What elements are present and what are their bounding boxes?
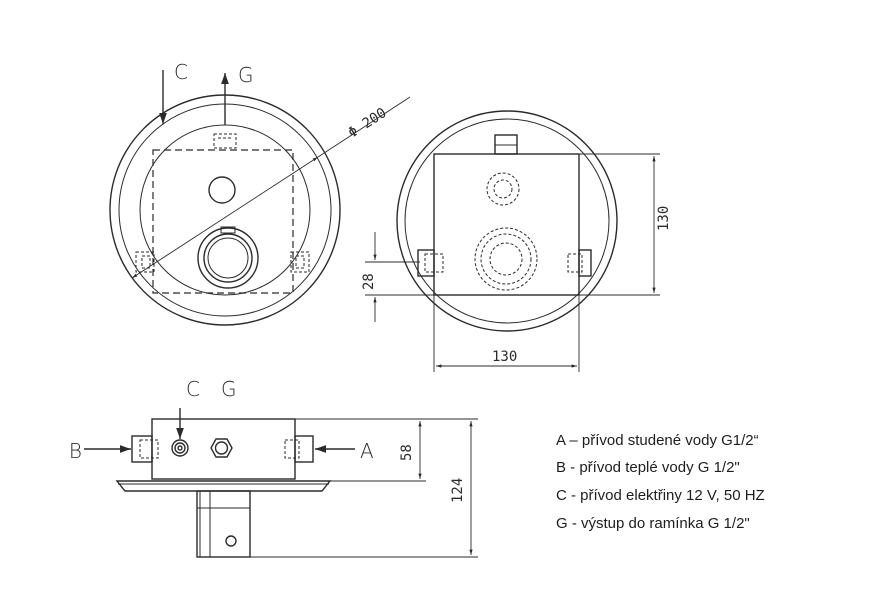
label-g: G — [238, 63, 254, 87]
label-a: A — [360, 439, 374, 463]
side-view: B A C G 58 124 — [69, 377, 478, 558]
legend-item-b: B - přívod teplé vody G 1/2" — [556, 459, 740, 476]
outer-circle — [396, 110, 618, 332]
diameter-line — [131, 156, 319, 279]
tube — [196, 490, 251, 558]
box — [433, 153, 580, 296]
diameter-label: Φ 200 — [345, 105, 389, 141]
dim-height-label: 130 — [656, 206, 672, 231]
outer-circle — [109, 94, 341, 326]
label-c: C — [174, 60, 188, 84]
hidden-box — [152, 149, 294, 294]
inner-ring — [118, 103, 332, 317]
outlet-fitting — [197, 227, 259, 289]
right-view: 130 28 130 — [361, 110, 672, 372]
dim-58-label: 58 — [399, 444, 415, 461]
box — [151, 418, 296, 480]
label-b: B — [69, 439, 82, 463]
label-g: G — [221, 377, 237, 401]
legend-item-g: G - výstup do ramínka G 1/2" — [556, 515, 750, 532]
label-c: C — [186, 377, 200, 401]
dim-124-label: 124 — [450, 478, 466, 503]
legend-item-a: A – přívod studené vody G1/2“ — [556, 432, 759, 449]
upper-fitting — [208, 176, 236, 204]
dim-28-label: 28 — [361, 273, 377, 290]
dim-width-label: 130 — [492, 349, 517, 365]
base-plate — [115, 480, 332, 492]
legend: A – přívod studené vody G1/2“ B - přívod… — [556, 432, 765, 532]
legend-item-c: C - přívod elektřiny 12 V, 50 HZ — [556, 487, 765, 504]
